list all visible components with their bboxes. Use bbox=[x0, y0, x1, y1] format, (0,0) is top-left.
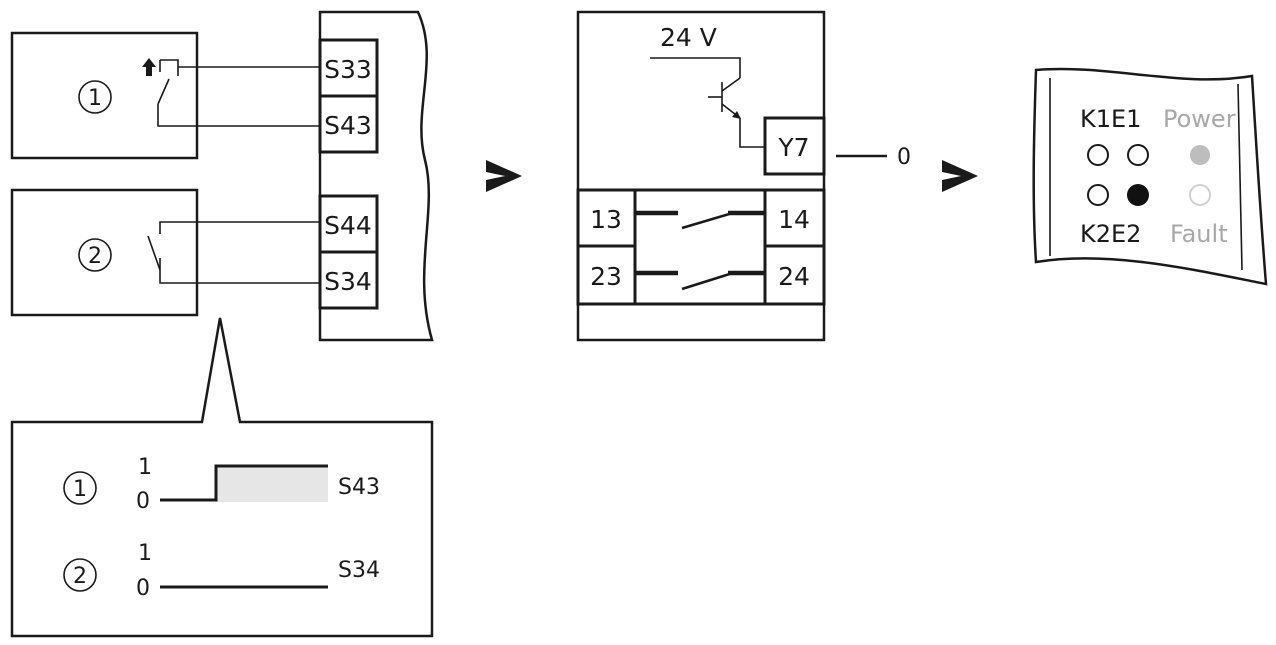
led-panel-frame bbox=[1032, 67, 1268, 286]
signal1-high-fill bbox=[216, 466, 328, 502]
led-k2e2-label: K2E2 bbox=[1080, 220, 1141, 248]
relay-contact-1-icon bbox=[635, 210, 765, 230]
terminal-14-label: 14 bbox=[778, 205, 810, 234]
signal2-low-level: 0 bbox=[136, 576, 150, 601]
no-contact-icon bbox=[147, 221, 320, 284]
terminal-24-label: 24 bbox=[778, 262, 810, 291]
signal1-marker: 1 bbox=[73, 477, 87, 502]
signal2-terminal: S34 bbox=[338, 558, 380, 583]
signal1-marker-circle bbox=[63, 471, 97, 505]
sensor1-marker-circle bbox=[78, 80, 112, 114]
terminal-13-label: 13 bbox=[590, 205, 622, 234]
flow-arrow-icon-1 bbox=[486, 160, 522, 192]
y7-output-state: 0 bbox=[897, 145, 911, 170]
output-module-box bbox=[576, 10, 826, 342]
led-panel: K1E1 Power K2E2 Fault bbox=[1032, 67, 1268, 286]
terminal-s34-label: S34 bbox=[324, 267, 372, 296]
sensor2-marker: 2 bbox=[88, 244, 102, 269]
led-e2-icon bbox=[1127, 184, 1149, 206]
signal1-low-level: 0 bbox=[136, 489, 150, 514]
supply-label: 24 V bbox=[660, 23, 717, 52]
signal2-marker: 2 bbox=[73, 564, 87, 589]
sensor2-marker-circle bbox=[78, 238, 112, 272]
signal1-high-level: 1 bbox=[138, 455, 152, 480]
actuator-arrow-icon bbox=[142, 58, 156, 76]
led-k2-icon bbox=[1087, 184, 1109, 206]
signal2-high-level: 1 bbox=[138, 541, 152, 566]
led-e1-icon bbox=[1127, 144, 1149, 166]
signal1-waveform bbox=[160, 464, 328, 502]
led-k1e1-label: K1E1 bbox=[1080, 105, 1141, 133]
led-power-label: Power bbox=[1163, 105, 1236, 133]
terminal-y7-label: Y7 bbox=[777, 133, 809, 162]
terminal-y7 bbox=[763, 116, 826, 176]
terminal-block bbox=[318, 10, 434, 342]
led-power-icon bbox=[1190, 145, 1210, 165]
input-section: 1 2 S33 S43 S44 S34 bbox=[10, 10, 434, 342]
sensor1-box bbox=[10, 31, 199, 160]
sensor2-box bbox=[10, 188, 199, 317]
led-fault-icon bbox=[1189, 184, 1211, 206]
sensor1-marker: 1 bbox=[88, 86, 102, 111]
terminal-23-label: 23 bbox=[590, 262, 622, 291]
flow-arrow-icon-2 bbox=[942, 160, 978, 192]
terminal-s43-label: S43 bbox=[324, 111, 372, 140]
terminal-s34 bbox=[318, 250, 379, 310]
led-fault-label: Fault bbox=[1170, 220, 1228, 248]
terminal-s43 bbox=[318, 94, 379, 154]
nc-contact-icon bbox=[157, 59, 320, 127]
terminal-s33-label: S33 bbox=[324, 55, 372, 84]
transistor-icon bbox=[650, 57, 765, 148]
signal-callout: 1 1 0 S43 2 1 0 S34 bbox=[10, 317, 434, 638]
terminal-s44-label: S44 bbox=[324, 211, 372, 240]
signal1-terminal: S43 bbox=[338, 475, 380, 500]
relay-contact-2-icon bbox=[635, 270, 765, 291]
led-k1-icon bbox=[1087, 144, 1109, 166]
signal2-marker-circle bbox=[63, 558, 97, 592]
output-section: 24 V Y7 0 13 14 23 24 bbox=[576, 10, 911, 342]
callout-box bbox=[10, 317, 434, 638]
